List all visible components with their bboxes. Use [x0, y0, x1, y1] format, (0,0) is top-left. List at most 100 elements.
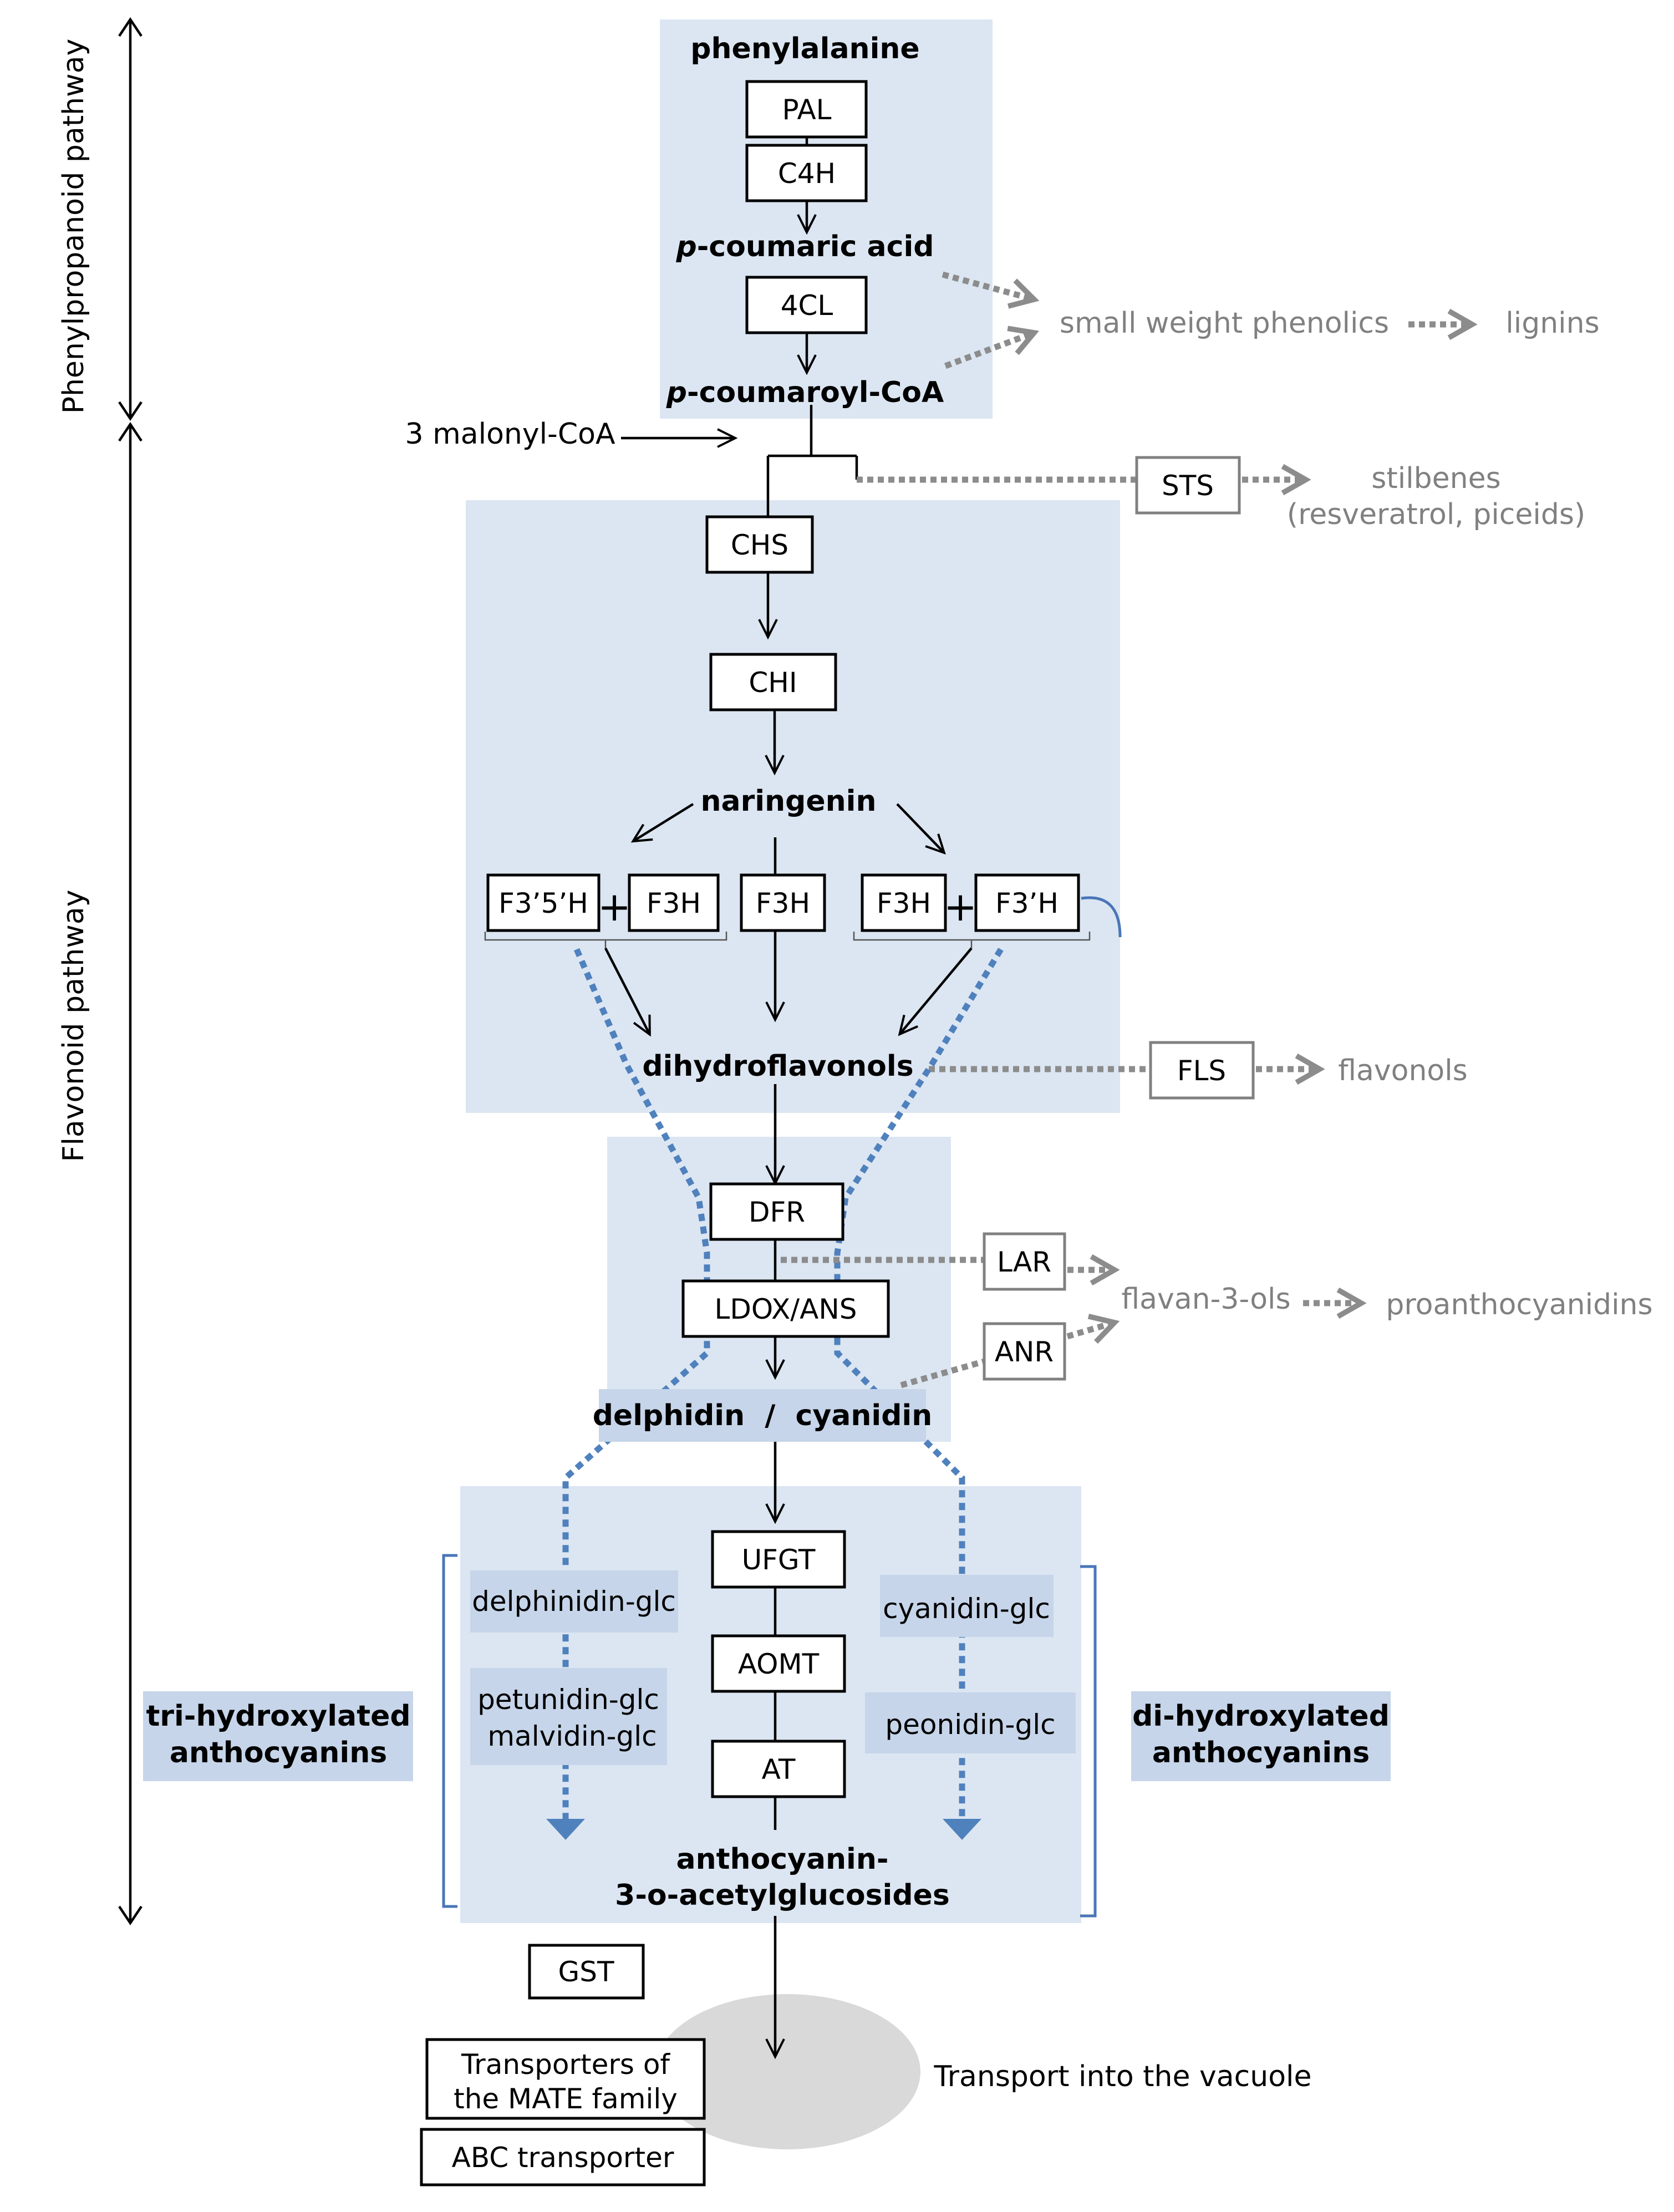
proanthocyanidins-label: proanthocyanidins — [1386, 1288, 1652, 1321]
p-coumaric-acid-label: p-coumaric acid — [675, 230, 934, 263]
di-hydroxylated-label-line1: di-hydroxylated — [1132, 1700, 1390, 1733]
chi-box — [709, 653, 837, 711]
ufgt-label: UFGT — [742, 1544, 816, 1576]
c4h-label: C4H — [778, 157, 836, 190]
f3ph-blue-curve — [1081, 896, 1122, 938]
left-pair-arrow — [604, 947, 649, 1033]
cyanidin-glc-box — [880, 1575, 1054, 1637]
right-pair-arrow — [901, 947, 973, 1033]
at-box — [711, 1740, 846, 1798]
tri-hydroxylated-path-upper — [562, 948, 710, 1819]
tri-hydroxylated-box — [143, 1691, 413, 1781]
dfr-label: DFR — [749, 1196, 805, 1228]
di-hydroxylated-box — [1131, 1691, 1391, 1781]
p-coumaroyl-coa-label: p-coumaroyl-CoA — [666, 376, 944, 409]
naringenin-label: naringenin — [701, 785, 877, 818]
naringenin-left-arrow — [635, 803, 694, 840]
dihydroflavonols-label: dihydroflavonols — [642, 1050, 913, 1083]
lignins-label: lignins — [1505, 307, 1599, 340]
phenylpropanoid-span-arrow — [118, 17, 143, 421]
delphinidin-glc-label: delphinidin-glc — [472, 1585, 676, 1618]
small-weight-phenolics-label: small weight phenolics — [1060, 307, 1389, 340]
f3h-left-box — [628, 873, 720, 932]
flavonoid-pathway-label: Flavonoid pathway — [57, 890, 90, 1162]
tri-path-arrowhead — [546, 1819, 585, 1840]
delphidin-cyanidin-box — [599, 1389, 926, 1442]
di-hydroxylated-label-line2: anthocyanins — [1152, 1736, 1370, 1769]
chs-box — [705, 515, 814, 574]
fls-box — [1149, 1041, 1255, 1100]
naringenin-right-arrow — [896, 803, 943, 851]
f35h-label: F3’5’H — [498, 887, 588, 919]
plus-right: + — [944, 883, 977, 930]
anr-branch-line — [900, 1358, 985, 1389]
mate-transporter-label-line1: Transporters of — [461, 2048, 670, 2081]
tri-hydroxylated-label-line2: anthocyanins — [170, 1736, 387, 1769]
p-coumaroyl-prefix: p — [666, 376, 687, 409]
phenylpropanoid-pathway-label: Phenylpropanoid pathway — [57, 39, 90, 414]
vacuole-transport-label: Transport into the vacuole — [934, 2060, 1312, 2093]
chs-label: CHS — [731, 529, 788, 561]
sts-label: STS — [1162, 470, 1214, 502]
flavan-3-ols-label: flavan-3-ols — [1121, 1283, 1290, 1316]
phenylpropanoid-panel — [660, 19, 993, 419]
f3h-mid-box — [740, 873, 826, 932]
flavonoid-span-arrow — [118, 421, 143, 1926]
anthocyanin-label-line2: 3-o-acetylglucosides — [615, 1879, 950, 1912]
di-hydroxylated-bracket — [1080, 1565, 1097, 1918]
aomt-label: AOMT — [738, 1648, 820, 1680]
aomt-box — [711, 1634, 846, 1693]
anthocyanin-label-line1: anthocyanin- — [676, 1843, 889, 1876]
pal-label: PAL — [782, 94, 831, 126]
gst-box — [528, 1944, 645, 2000]
c4h-box — [745, 144, 868, 202]
gst-label: GST — [558, 1956, 614, 1988]
mate-transporter-label-line2: the MATE family — [454, 2083, 678, 2115]
dfr-box — [709, 1182, 844, 1241]
anr-box — [983, 1322, 1066, 1381]
abc-transporter-label: ABC transporter — [452, 2142, 674, 2174]
f3ph-label: F3’H — [995, 887, 1059, 919]
fls-label: FLS — [1177, 1055, 1226, 1087]
f35h-box — [486, 873, 601, 932]
f3h-mid-label: F3H — [756, 887, 810, 919]
flavonoid-upper-panel — [466, 500, 1120, 1113]
coumaric-to-phenolics-arrow — [942, 271, 1040, 309]
4cl-label: 4CL — [781, 289, 833, 322]
petunidin-glc-label: petunidin-glc — [477, 1684, 659, 1716]
coumaroyl-to-phenolics-arrow — [944, 326, 1040, 369]
petunidin-malvidin-box — [470, 1668, 667, 1765]
cyanidin-glc-label: cyanidin-glc — [883, 1593, 1050, 1625]
f3h-right-box — [861, 873, 947, 932]
delphidin-cyanidin-label: delphidin / cyanidin — [593, 1399, 933, 1432]
malvidin-glc-label: malvidin-glc — [487, 1720, 657, 1752]
ldox-label: LDOX/ANS — [715, 1293, 857, 1325]
ldox-box — [681, 1279, 890, 1338]
4cl-box — [745, 276, 868, 334]
lar-box — [983, 1232, 1066, 1291]
f3h-left-label: F3H — [647, 887, 701, 919]
right-pair-bracket — [853, 932, 1091, 948]
peonidin-glc-label: peonidin-glc — [885, 1708, 1055, 1741]
pal-box — [745, 80, 868, 139]
anr-label: ANR — [995, 1336, 1054, 1368]
flavonols-label: flavonols — [1338, 1054, 1468, 1087]
tri-hydroxylated-label-line1: tri-hydroxylated — [146, 1700, 410, 1733]
abc-transporter-box — [420, 2128, 706, 2186]
lar-label: LAR — [997, 1246, 1051, 1278]
plus-left: + — [598, 883, 631, 930]
left-pair-bracket — [484, 932, 727, 948]
p-coumaroyl-rest: -coumaroyl-CoA — [687, 376, 944, 409]
ufgt-box — [711, 1530, 846, 1589]
stilbenes-detail-label: (resveratrol, piceids) — [1287, 498, 1585, 531]
peonidin-glc-box — [865, 1692, 1076, 1753]
stilbenes-label: stilbenes — [1371, 462, 1500, 495]
anr-to-flavan-arrow — [1066, 1314, 1120, 1344]
sts-box — [1135, 456, 1241, 515]
p-coumaric-prefix: p — [675, 230, 696, 263]
phenylalanine-label: phenylalanine — [690, 32, 919, 65]
f3ph-box — [974, 873, 1080, 932]
chi-label: CHI — [749, 667, 797, 699]
tri-hydroxylated-bracket — [442, 1554, 457, 1908]
